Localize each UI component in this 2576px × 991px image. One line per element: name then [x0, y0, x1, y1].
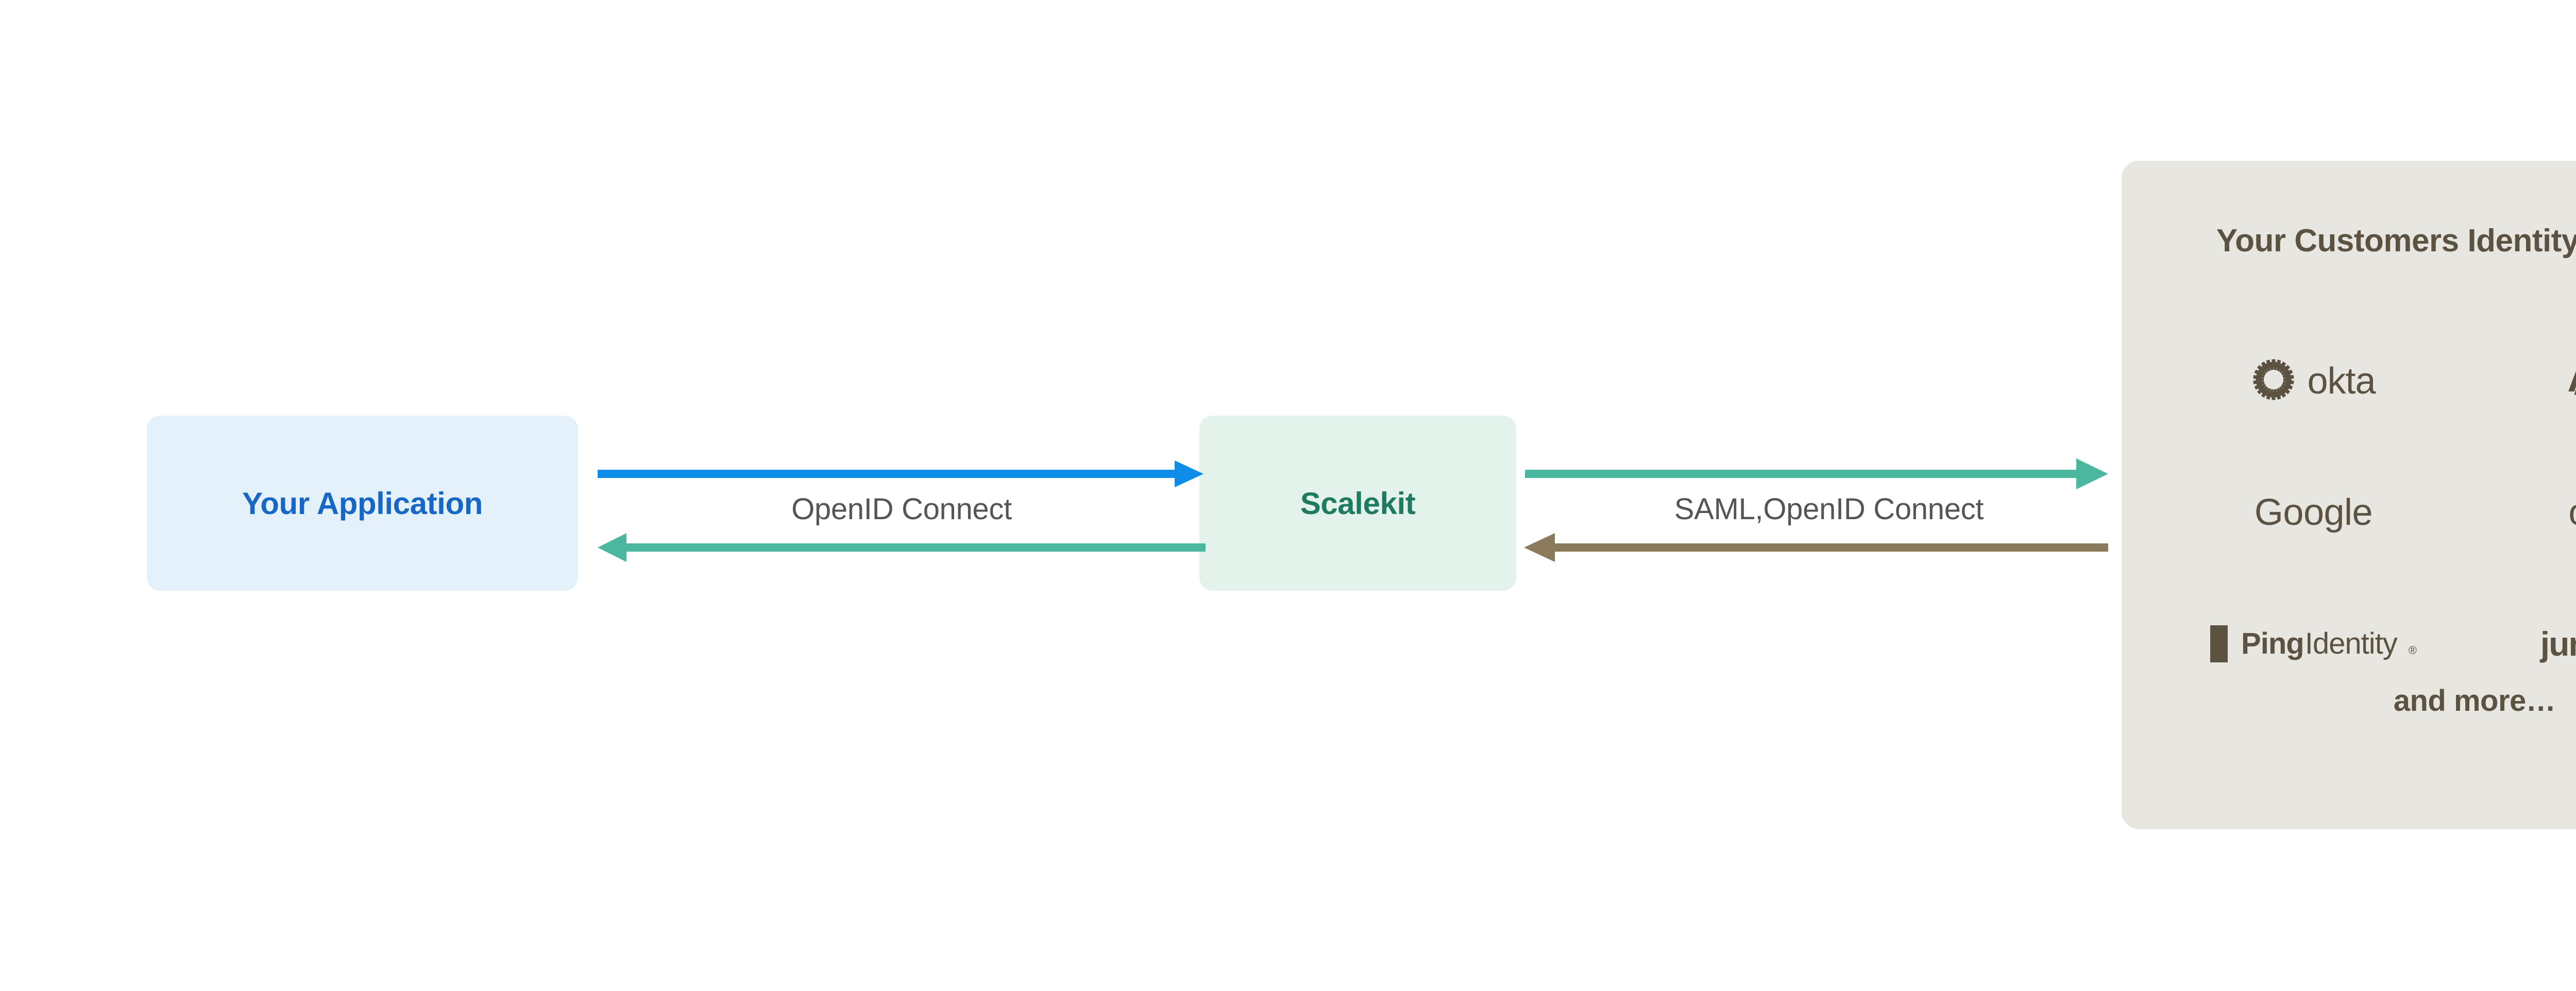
- edge-label-saml-openid-connect: SAML,OpenID Connect: [1674, 492, 1984, 526]
- node-scalekit: Scalekit: [1199, 416, 1516, 591]
- okta-sunburst-icon: [2251, 357, 2296, 404]
- provider-google-label: Google: [2254, 491, 2373, 533]
- arrow-scalekit-to-idp: [1525, 458, 2108, 489]
- arrow-scalekit-to-app: [598, 533, 1206, 562]
- provider-onelogin-label: onelogin: [2568, 494, 2576, 531]
- provider-onelogin: onelogin: [2568, 494, 2576, 531]
- identity-providers-title: Your Customers Identity Providers: [2216, 223, 2576, 259]
- provider-okta: okta: [2251, 357, 2376, 404]
- node-your-application-label: Your Application: [242, 486, 483, 521]
- provider-pingidentity-label-light: Identity: [2304, 626, 2398, 660]
- provider-jumpcloud-label: jumpcloud: [2540, 624, 2576, 663]
- provider-azure: Azure: [2562, 358, 2576, 403]
- provider-okta-label: okta: [2307, 360, 2376, 402]
- node-scalekit-label: Scalekit: [1300, 486, 1416, 521]
- identity-providers-panel: Your Customers Identity Providers: [2122, 161, 2576, 829]
- registered-trademark-mark: ®: [2408, 643, 2417, 657]
- provider-pingidentity-label-bold: Ping: [2241, 626, 2304, 660]
- arrow-idp-to-scalekit: [1524, 533, 2108, 562]
- node-your-application: Your Application: [147, 416, 578, 591]
- ping-square-icon: [2210, 625, 2228, 662]
- arrow-app-to-scalekit: [598, 460, 1204, 487]
- azure-triangle-icon: [2562, 358, 2576, 403]
- and-more-label: and more…: [2393, 684, 2556, 717]
- edge-label-openid-connect: OpenID Connect: [791, 492, 1012, 526]
- provider-pingidentity: Ping Identity ®: [2210, 625, 2417, 662]
- identity-providers-logo-grid: okta Azure Google: [2153, 315, 2576, 709]
- provider-jumpcloud: jumpcloud TM: [2540, 627, 2576, 661]
- provider-google: Google: [2254, 491, 2373, 533]
